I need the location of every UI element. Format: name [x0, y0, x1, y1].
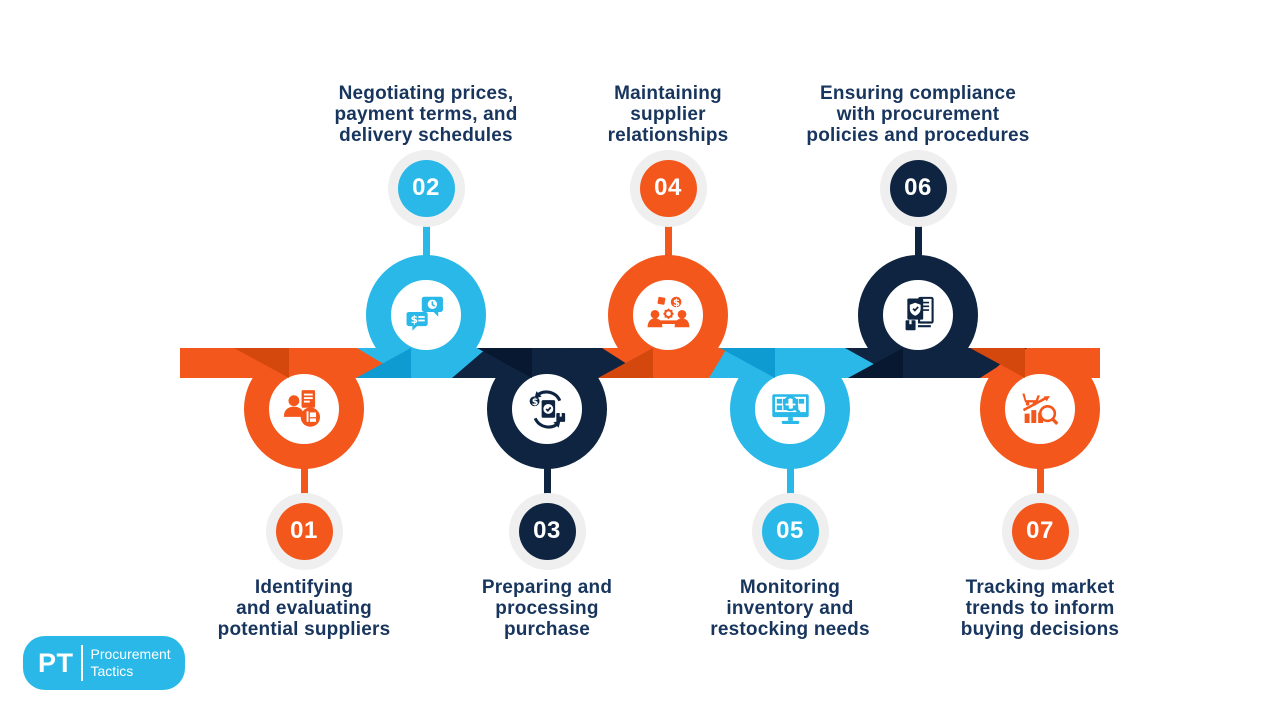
negotiation-icon: $ — [403, 292, 450, 339]
inventory-monitoring-icon — [767, 386, 814, 433]
step-04-circle: $ — [608, 255, 728, 375]
step-03-circle: $ — [487, 349, 607, 469]
step-04-label: Maintaining supplier relationships — [607, 83, 729, 146]
market-trends-icon — [1017, 386, 1064, 433]
purchase-order-icon: $ — [524, 386, 571, 433]
step-07-number-badge: 07 — [1011, 502, 1069, 560]
step-05-circle — [730, 349, 850, 469]
compliance-icon — [895, 292, 942, 339]
step-06-stem — [914, 222, 922, 260]
step-03-number-badge: 03 — [518, 502, 576, 560]
step-01-circle — [244, 349, 364, 469]
step-06-circle — [858, 255, 978, 375]
logo-name-line2: Tactics — [90, 663, 134, 679]
step-03-stem — [543, 460, 551, 497]
step-04-stem — [664, 222, 672, 260]
step-02-circle: $ — [366, 255, 486, 375]
step-07-circle — [980, 349, 1100, 469]
logo-name-line1: Procurement — [90, 646, 171, 662]
logo-name: Procurement Tactics — [91, 646, 171, 680]
step-07-stem — [1036, 460, 1044, 497]
step-02-number-badge: 02 — [397, 159, 455, 217]
step-01-stem — [300, 460, 308, 497]
step-07-label: Tracking market trends to inform buying … — [960, 577, 1120, 640]
step-05-stem — [786, 460, 794, 497]
step-05-label: Monitoring inventory and restocking need… — [710, 577, 870, 640]
svg-text:$: $ — [410, 314, 417, 326]
step-06-number-badge: 06 — [889, 159, 947, 217]
step-02-stem — [422, 222, 430, 260]
step-01-number-badge: 01 — [275, 502, 333, 560]
svg-text:$: $ — [672, 297, 679, 308]
supplier-evaluation-icon — [281, 386, 328, 433]
step-05-number-badge: 05 — [761, 502, 819, 560]
supplier-relationship-icon: $ — [645, 292, 692, 339]
step-01-label: Identifying and evaluating potential sup… — [217, 577, 391, 640]
brand-logo: PT Procurement Tactics — [23, 636, 185, 690]
logo-divider — [80, 645, 83, 681]
step-03-label: Preparing and processing purchase — [481, 577, 613, 640]
step-02-label: Negotiating prices, payment terms, and d… — [334, 83, 518, 146]
logo-initials: PT — [38, 647, 74, 678]
svg-text:$: $ — [531, 396, 538, 407]
step-04-number-badge: 04 — [639, 159, 697, 217]
step-06-label: Ensuring compliance with procurement pol… — [806, 83, 1030, 146]
